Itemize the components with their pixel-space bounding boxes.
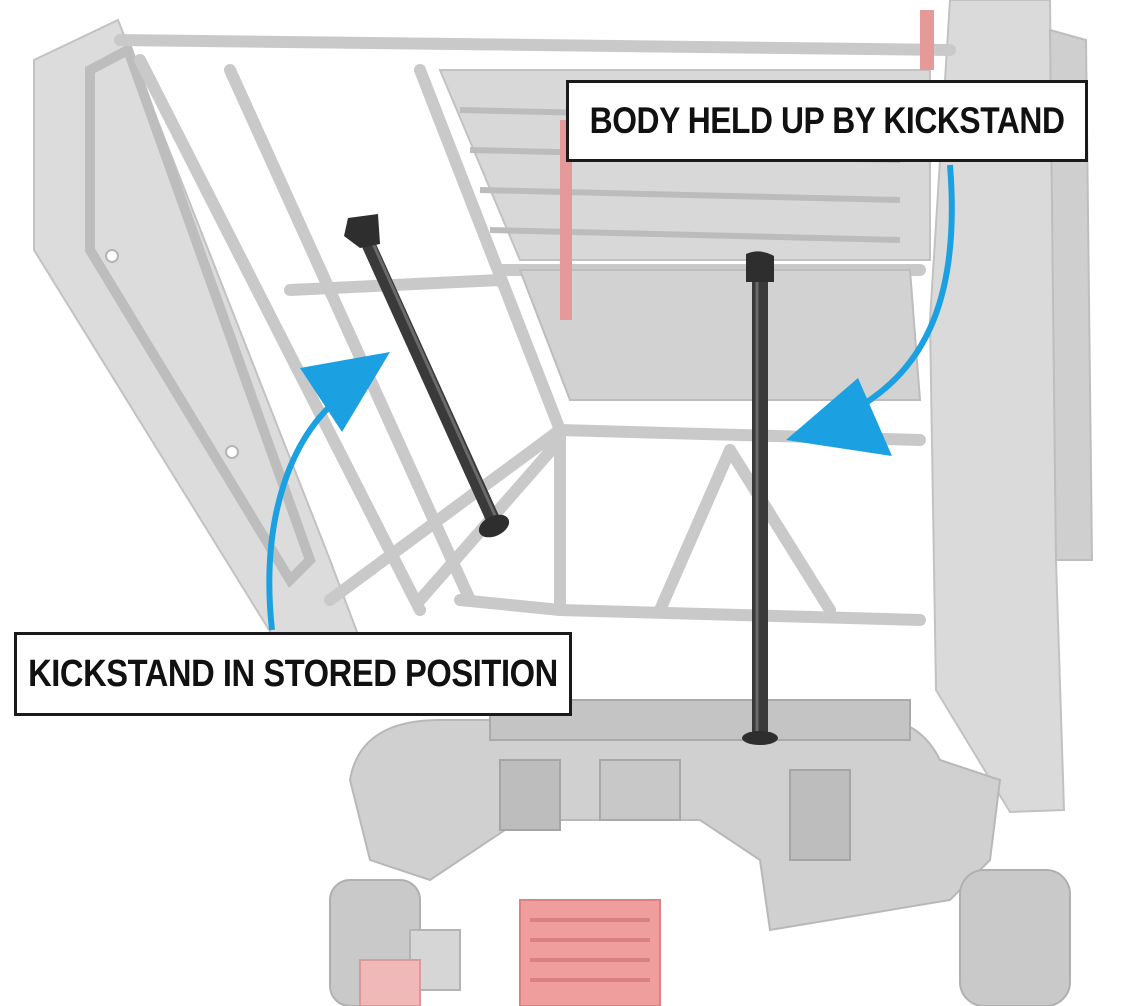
chassis [329,699,1071,1006]
bed-panel [438,10,934,401]
callout-stored: KICKSTAND IN STORED POSITION [14,632,572,716]
arrow-stored-to-up [266,352,390,631]
arrow-to-deployed [786,164,955,456]
esc-unit [359,899,661,1006]
callout-body-held-text: BODY HELD UP BY KICKSTAND [589,100,1065,141]
kickstand-stored [344,214,510,538]
right-body-panel [928,0,1094,814]
callout-body-held: BODY HELD UP BY KICKSTAND [566,80,1088,162]
kickstand-deployed [742,251,778,745]
callout-stored-text: KICKSTAND IN STORED POSITION [28,652,558,695]
left-body-panel [33,18,362,682]
